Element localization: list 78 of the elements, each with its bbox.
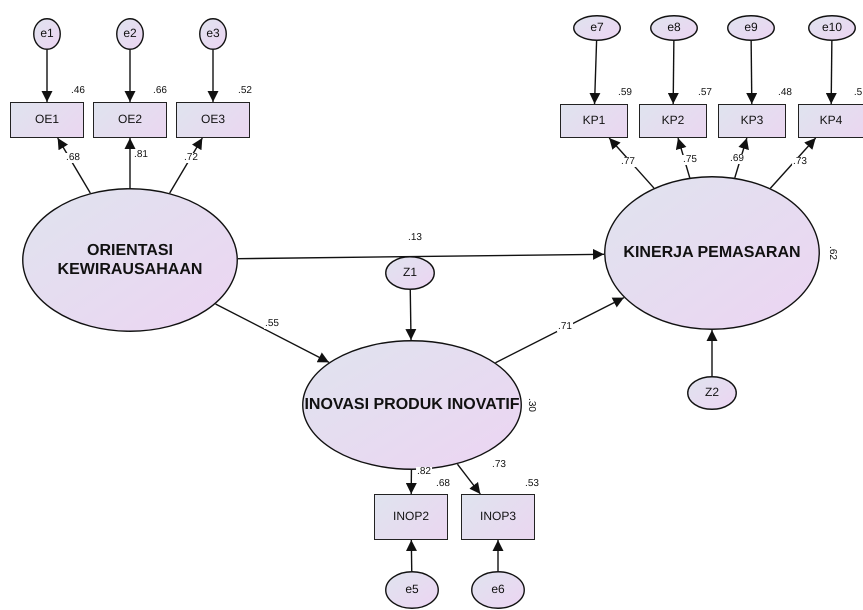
edge-label: .72 <box>183 153 199 163</box>
path-arrow <box>676 138 690 178</box>
variable-name: OE3 <box>200 113 225 127</box>
variable-name: e2 <box>123 27 137 41</box>
r-squared-value: .5 <box>854 88 862 98</box>
path-arrow <box>169 138 203 194</box>
variable-name: e1 <box>40 27 54 41</box>
r-squared-value: .68 <box>436 479 450 489</box>
path-arrow <box>495 296 624 364</box>
edge-label: .71 <box>557 322 573 332</box>
observed-variable-box <box>718 104 786 138</box>
variable-name: Z1 <box>402 266 417 280</box>
edge-label: .73 <box>491 460 507 470</box>
observed-variable-box <box>798 104 863 138</box>
edge-label: .77 <box>620 157 636 167</box>
variable-name: ORIENTASI KEWIRAUSAHAAN <box>56 240 204 280</box>
path-arrow <box>238 248 604 260</box>
path-arrow <box>589 40 600 104</box>
observed-variable-box <box>176 102 250 138</box>
variable-name: e8 <box>667 21 681 35</box>
edge-label: .75 <box>682 155 698 165</box>
edge-label: .81 <box>133 150 149 160</box>
observed-variable-box <box>639 104 707 138</box>
observed-variable-box <box>10 102 84 138</box>
path-arrow <box>826 41 837 104</box>
variable-name: e10 <box>822 21 842 35</box>
r-squared-value: .66 <box>153 86 167 96</box>
path-arrow <box>746 41 758 104</box>
path-arrow <box>405 290 416 340</box>
variable-name: Z2 <box>704 386 719 400</box>
variable-name: KP1 <box>582 114 606 128</box>
variable-name: KP4 <box>820 114 842 128</box>
path-arrow <box>406 540 417 571</box>
observed-variable-box <box>93 102 167 138</box>
edge-label: .73 <box>792 157 808 167</box>
edge-label: .68 <box>65 153 81 163</box>
observed-variable-box <box>374 494 448 540</box>
variable-name: OE2 <box>118 113 142 127</box>
edge-label: .55 <box>264 319 280 329</box>
edge-label: .69 <box>729 154 745 164</box>
variable-name: e9 <box>744 21 758 35</box>
path-arrow <box>770 138 816 189</box>
observed-variable-box <box>560 104 628 138</box>
variable-name: KP3 <box>740 114 764 128</box>
path-arrow <box>734 138 749 178</box>
path-arrow <box>668 41 679 104</box>
variable-name: e3 <box>206 27 220 41</box>
path-arrow <box>42 50 52 102</box>
r-squared-value: .52 <box>238 86 252 96</box>
path-arrow <box>492 540 504 571</box>
edge-label: .13 <box>407 233 423 243</box>
path-arrow <box>406 470 417 494</box>
variable-name: KP2 <box>662 114 684 128</box>
path-arrow <box>608 138 654 189</box>
r-squared-value: .53 <box>525 479 539 489</box>
path-arrow <box>456 464 481 494</box>
edge-label: .82 <box>416 467 432 477</box>
r-squared-value: .57 <box>698 88 712 98</box>
variable-name: e6 <box>491 583 505 597</box>
variable-name: KINERJA PEMASARAN <box>623 243 801 263</box>
r-squared-value: .48 <box>778 88 792 98</box>
variable-name: e5 <box>405 583 419 597</box>
r-squared-value: .59 <box>618 88 632 98</box>
r-squared-value: .46 <box>71 86 85 96</box>
variable-name: OE1 <box>34 113 59 127</box>
path-arrow <box>215 303 330 363</box>
r-squared-value: .30 <box>526 398 536 412</box>
path-arrow <box>706 330 718 376</box>
path-arrow <box>124 50 136 102</box>
variable-name: e7 <box>590 21 604 35</box>
path-arrow <box>208 50 218 102</box>
variable-name: INOP3 <box>480 510 516 524</box>
path-arrow <box>57 138 91 194</box>
path-arrow <box>124 138 136 188</box>
variable-name: INOVASI PRODUK INOVATIF <box>304 395 520 415</box>
variable-name: INOP2 <box>392 510 429 524</box>
observed-variable-box <box>461 494 535 540</box>
r-squared-value: .62 <box>827 246 837 260</box>
